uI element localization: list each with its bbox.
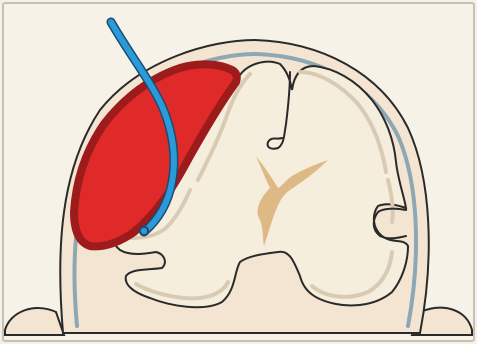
catheter-tip: [140, 227, 148, 235]
